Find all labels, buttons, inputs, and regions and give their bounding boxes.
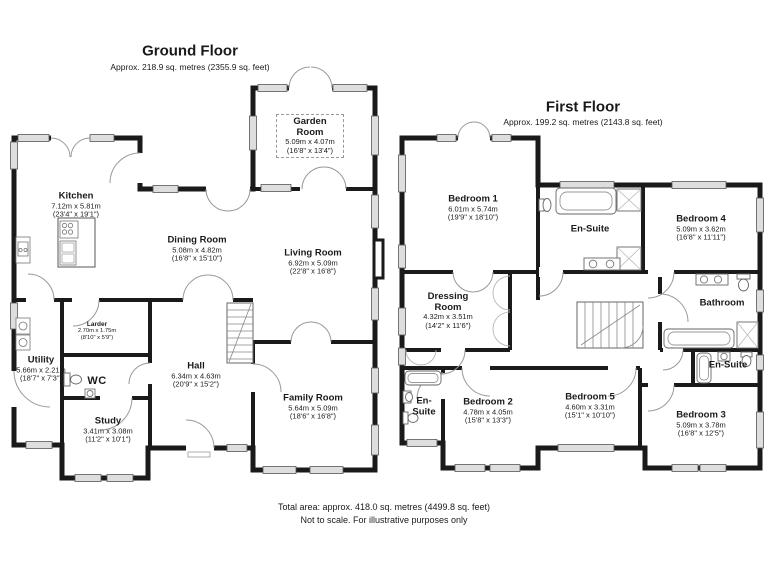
room-label-larder: Larder 2.70m x 1.75m (8'10" x 5'9"): [77, 320, 117, 341]
first-floor-windows: [398, 134, 764, 472]
first-floor-door-gaps: [439, 133, 683, 399]
left-ensuite-fixtures: [402, 370, 442, 425]
footer-total-area: Total area: approx. 418.0 sq. metres (44…: [277, 501, 491, 512]
wc-fixtures: [63, 372, 96, 399]
ground-floor-door-arcs: [13, 66, 347, 458]
ground-floor-subtitle: Approx. 218.9 sq. metres (2355.9 sq. fee…: [110, 62, 270, 73]
room-label-living-room: Living Room 6.92m x 5.09m (22'8" x 16'8"…: [284, 247, 342, 276]
room-label-study: Study 3.41m x 3.08m (11'2" x 10'1"): [83, 415, 133, 444]
room-label-dressing-room: Dressing Room 4.32m x 3.51m (14'2" x 11'…: [423, 290, 473, 330]
kitchen-island-fixture: [57, 217, 96, 268]
first-floor-subtitle: Approx. 199.2 sq. metres (2143.8 sq. fee…: [503, 117, 663, 128]
bathroom-fixtures: [663, 273, 759, 349]
room-label-bedroom-5: Bedroom 5 4.60m x 3.31m (15'1" x 10'10"): [564, 391, 616, 420]
room-label-kitchen: Kitchen 7.12m x 5.81m (23'4" x 19'1"): [51, 190, 101, 219]
room-label-hall: Hall 6.34m x 4.63m (20'9" x 15'2"): [171, 360, 221, 389]
ground-floor-door-gaps: [9, 83, 346, 453]
room-label-garden-room: Garden Room 5.09m x 4.07m (16'8" x 13'4"…: [276, 113, 344, 159]
first-floor-stairs: [576, 301, 644, 349]
room-label-wc: WC: [87, 374, 107, 387]
master-ensuite-fixtures: [538, 187, 642, 271]
first-floor-title: First Floor: [545, 98, 621, 116]
dressing-room-wardrobe-arcs: [405, 275, 511, 366]
room-label-bedroom-3: Bedroom 3 5.09m x 3.78m (16'8" x 12'5"): [676, 409, 726, 438]
ground-floor-stairs: [226, 302, 254, 364]
room-label-en-suite-master: En-Suite: [570, 223, 610, 235]
room-label-bathroom: Bathroom: [699, 297, 745, 309]
room-label-utility: Utility 5.66m x 2.21m (18'7" x 7'3"): [16, 354, 66, 383]
ground-floor-windows: [10, 84, 379, 482]
utility-fixtures: [15, 236, 31, 351]
room-label-en-suite-right: En-Suite: [708, 359, 748, 371]
footer-disclaimer: Not to scale. For illustrative purposes …: [300, 514, 468, 525]
room-label-bedroom-4: Bedroom 4 5.09m x 3.62m (16'8" x 11'11"): [676, 213, 726, 242]
ground-floor-title: Ground Floor: [142, 42, 238, 60]
first-floor-door-arcs: [416, 121, 689, 412]
room-label-en-suite-left: En-Suite: [412, 395, 436, 417]
room-label-bedroom-1: Bedroom 1 6.01m x 5.74m (19'9" x 18'10"): [447, 193, 499, 222]
room-label-bedroom-2: Bedroom 2 4.78m x 4.05m (15'8" x 13'3"): [463, 396, 513, 425]
room-label-family-room: Family Room 5.64m x 5.09m (18'6" x 16'8"…: [283, 392, 343, 421]
room-label-dining-room: Dining Room 5.08m x 4.82m (16'8" x 15'10…: [167, 234, 227, 263]
right-ensuite-fixtures: [696, 351, 753, 384]
